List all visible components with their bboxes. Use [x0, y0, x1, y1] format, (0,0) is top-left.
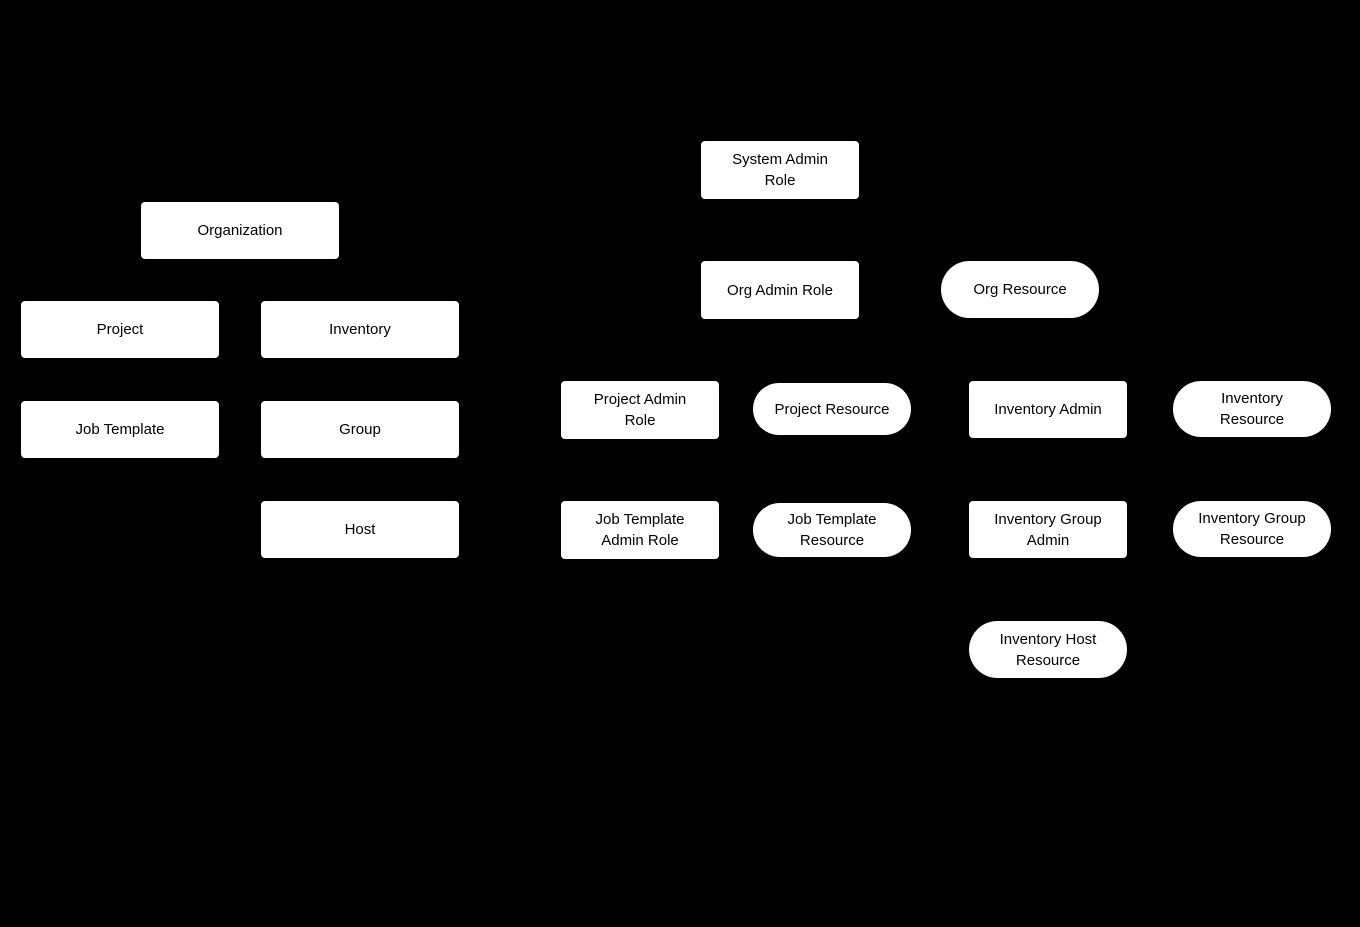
node-project: Project — [21, 301, 219, 358]
node-system-admin-role: System Admin Role — [701, 141, 859, 199]
node-org-resource: Org Resource — [941, 261, 1099, 318]
node-group: Group — [261, 401, 459, 458]
node-inventory-resource: Inventory Resource — [1173, 381, 1331, 437]
node-host: Host — [261, 501, 459, 558]
node-inventory-group-resource: Inventory Group Resource — [1173, 501, 1331, 557]
node-job-template-admin-role: Job Template Admin Role — [561, 501, 719, 559]
node-inventory: Inventory — [261, 301, 459, 358]
node-inventory-host-resource: Inventory Host Resource — [969, 621, 1127, 678]
node-organization: Organization — [141, 202, 339, 259]
node-inventory-admin: Inventory Admin — [969, 381, 1127, 438]
node-inventory-group-admin: Inventory Group Admin — [969, 501, 1127, 558]
node-project-resource: Project Resource — [753, 383, 911, 435]
node-project-admin-role: Project Admin Role — [561, 381, 719, 439]
node-org-admin-role: Org Admin Role — [701, 261, 859, 319]
node-job-template: Job Template — [21, 401, 219, 458]
node-job-template-resource: Job Template Resource — [753, 503, 911, 557]
